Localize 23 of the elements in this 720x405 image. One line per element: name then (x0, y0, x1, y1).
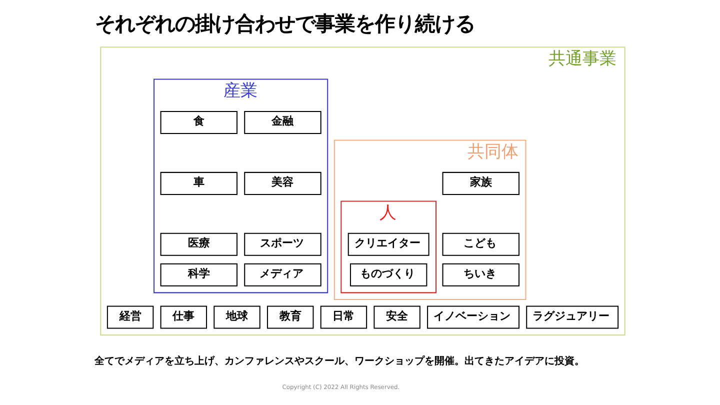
node-box: 美容 (244, 172, 322, 195)
node-box: ものづくり (350, 263, 428, 286)
node-box: スポーツ (244, 232, 322, 256)
diagram-title: それぞれの掛け合わせで事業を作り続ける (95, 11, 476, 36)
node-box: イノベーション (427, 306, 520, 329)
node-box: 仕事 (160, 306, 208, 329)
node-box: 科学 (160, 263, 238, 286)
node-box: 食 (160, 110, 238, 134)
node-box: ラグジュアリー (526, 306, 619, 329)
node-box: ちいき (442, 263, 520, 286)
node-box: 安全 (374, 306, 420, 329)
node-box: 医療 (160, 232, 238, 256)
node-box: クリエイター (348, 232, 430, 256)
node-box: こども (442, 232, 520, 256)
node-box: メディア (244, 263, 322, 286)
node-box: 教育 (266, 306, 314, 329)
caption: 全てでメディアを立ち上げ、カンファレンスやスクール、ワークショップを開催。出てきたアイデアに投資。 (94, 356, 584, 367)
node-box: 金融 (244, 110, 322, 134)
node-box: 日常 (320, 306, 368, 329)
node-box: 車 (160, 172, 238, 195)
node-box: 家族 (442, 172, 520, 195)
node-box: 経営 (106, 306, 154, 329)
node-box: 地球 (214, 306, 260, 329)
